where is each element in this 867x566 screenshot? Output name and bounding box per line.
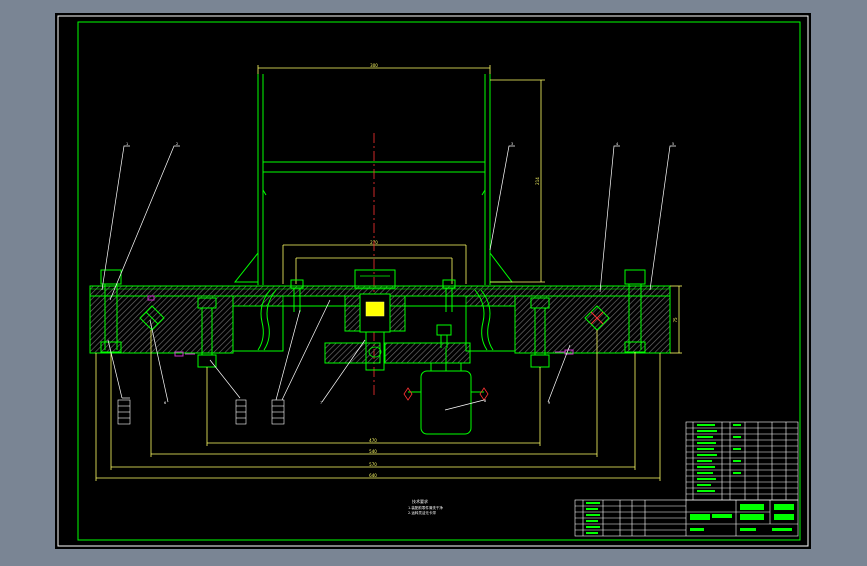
seal-right: [584, 305, 610, 331]
balloon-3: 3: [511, 142, 513, 146]
balloon-1: 1: [126, 142, 128, 146]
balloon-5: 5: [672, 142, 674, 146]
leaders-top: [101, 145, 676, 301]
title-block-text: [586, 502, 794, 534]
bolt-right-inner[interactable]: [530, 297, 550, 368]
dim-top-width: 300: [370, 63, 378, 68]
dim-flange-height: 75: [673, 317, 678, 323]
bolt-right-mid[interactable]: [442, 279, 456, 312]
leaders-bottom: [107, 299, 571, 411]
bolt-left-mid[interactable]: [290, 279, 304, 312]
parts-list-text: [697, 424, 741, 492]
dim-span-2: 540: [369, 449, 377, 454]
balloon-9: 9: [548, 401, 550, 405]
dim-span-1: 470: [369, 438, 377, 443]
bolt-left-inner[interactable]: [197, 297, 217, 368]
leader-stacks: [117, 399, 285, 425]
bolt-left-outer[interactable]: [100, 269, 122, 353]
balloon-6: 6: [164, 401, 166, 405]
dim-right-height: 214: [535, 177, 540, 185]
balloon-4: 4: [616, 142, 619, 146]
bolt-small-right[interactable]: [436, 324, 452, 348]
seal-left: [139, 305, 165, 331]
motor-body[interactable]: [408, 348, 484, 435]
parts-list-table[interactable]: [685, 421, 799, 501]
drawing-sheet: [55, 13, 811, 549]
notes-line-1: 1.装配前零件清洗干净: [408, 505, 443, 510]
outer-border: [57, 15, 809, 547]
balloon-2: 2: [176, 142, 178, 146]
balloon-7: 7: [320, 401, 322, 405]
notes-line-2: 2.运转灵活无卡滞: [408, 510, 436, 515]
dim-overall-width: 640: [369, 473, 377, 478]
balloon-8: 8: [484, 399, 486, 403]
dim-span-3: 570: [369, 462, 377, 467]
bottom-dimensions: [95, 285, 682, 481]
bolt-right-outer[interactable]: [624, 269, 646, 353]
notes-title: 技术要求: [412, 498, 428, 504]
title-block[interactable]: [574, 499, 799, 537]
base-flange[interactable]: [89, 285, 671, 364]
weld-symbols: [147, 295, 574, 357]
center-shaft[interactable]: [354, 269, 396, 371]
inner-frame: [77, 21, 801, 541]
